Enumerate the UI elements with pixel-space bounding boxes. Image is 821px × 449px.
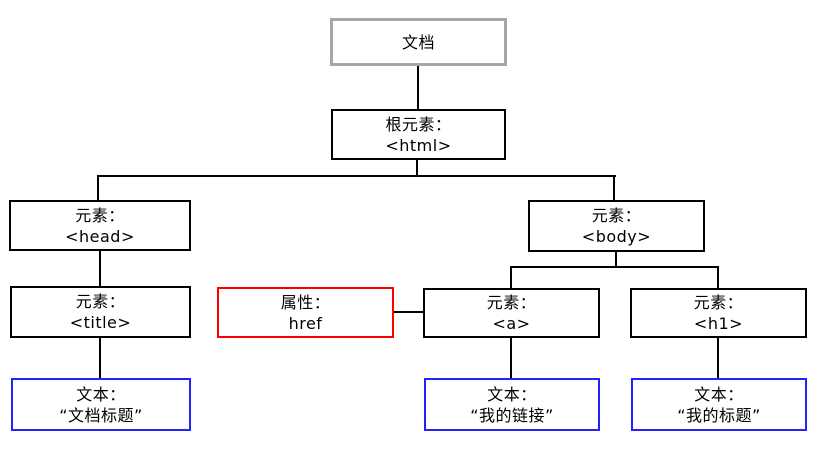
connector-root-stub [416,160,418,177]
connector-body-split-horizontal [510,266,719,268]
connector-to-a [510,266,512,288]
node-sublabel: <body> [581,227,652,246]
node-sublabel: href [288,313,323,333]
connector-a-text [510,338,512,378]
node-document: 文档 [330,18,507,66]
node-label: 根元素： [385,114,452,134]
connector-to-h1 [717,266,719,288]
node-root-element-html: 根元素： <html> [331,109,506,160]
node-label: 元素： [693,293,744,312]
connector-head-title [99,251,101,286]
node-sublabel: <title> [69,313,132,332]
node-label: 元素： [75,292,126,311]
node-attribute-href: 属性： href [217,287,394,338]
node-sublabel: “我的链接” [470,405,554,425]
connector-title-text [99,338,101,378]
node-sublabel: <head> [65,226,135,246]
node-sublabel: <h1> [693,314,744,333]
connector-to-head [97,175,99,200]
node-label: 文本： [76,384,126,404]
node-sublabel: <html> [385,135,452,155]
node-label: 文本： [694,384,744,404]
connector-body-stub [615,252,617,268]
connector-to-body [613,175,615,200]
node-text-my-title: 文本： “我的标题” [631,378,807,431]
node-sublabel: “我的标题” [677,405,761,425]
node-sublabel: <a> [492,314,531,333]
node-element-h1: 元素： <h1> [630,288,807,338]
connector-document-root [417,66,419,109]
node-label: 文本： [487,384,537,404]
node-text-document-title: 文本： “文档标题” [11,378,191,431]
node-label: 元素： [591,206,642,225]
connector-root-split-horizontal [97,175,616,177]
node-sublabel: “文档标题” [59,405,143,425]
node-element-head: 元素： <head> [9,200,191,251]
node-element-a: 元素： <a> [423,288,600,338]
node-label: 文档 [401,32,435,52]
node-text-my-link: 文本： “我的链接” [424,378,600,431]
node-element-title: 元素： <title> [10,286,191,338]
node-label: 元素： [486,293,537,312]
node-element-body: 元素： <body> [528,200,705,252]
connector-attr-a [394,311,423,313]
node-label: 元素： [75,205,125,225]
node-label: 属性： [280,292,331,312]
connector-h1-text [717,338,719,378]
